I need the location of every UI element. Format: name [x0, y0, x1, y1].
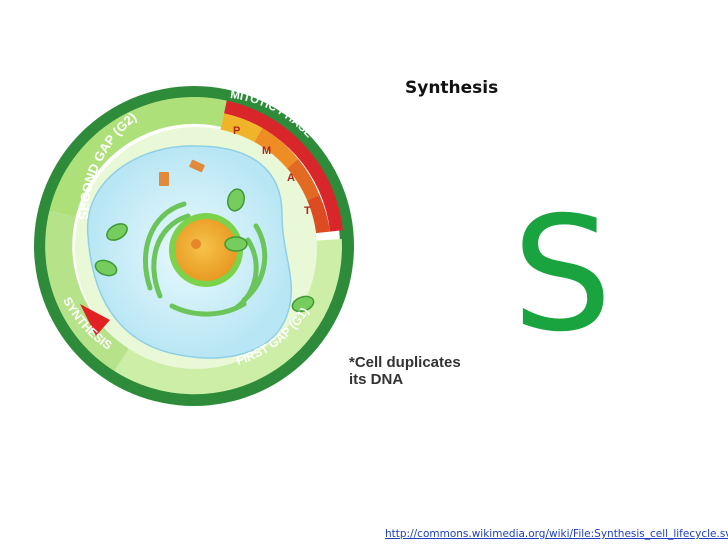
g1-segment [114, 239, 342, 395]
g2-segment [49, 96, 227, 218]
mitotic-segment [224, 100, 343, 232]
dna-note: *Cell duplicates its DNA [349, 354, 461, 388]
synthesis-letter: S [512, 183, 613, 367]
synthesis-segment [45, 210, 129, 371]
mitosis-letter-p: P [233, 125, 240, 137]
source-link[interactable]: http://commons.wikimedia.org/wiki/File:S… [385, 528, 728, 540]
mitochondria [94, 188, 315, 313]
nucleus [175, 219, 237, 281]
note-line-2: its DNA [349, 371, 404, 388]
mitosis-letter-a: A [287, 172, 295, 184]
mitosis-letter-t: T [304, 205, 311, 217]
synthesis-position-indicator [80, 304, 110, 336]
anaphase-segment [279, 158, 320, 205]
note-line-1: *Cell duplicates [349, 354, 461, 371]
mitosis-letter-m: M [262, 145, 271, 157]
endoplasmic-reticulum [142, 201, 268, 317]
metaphase-segment [250, 127, 298, 175]
centrioles [159, 159, 205, 186]
slide-title: Synthesis [405, 78, 499, 98]
nucleolus [191, 239, 201, 249]
